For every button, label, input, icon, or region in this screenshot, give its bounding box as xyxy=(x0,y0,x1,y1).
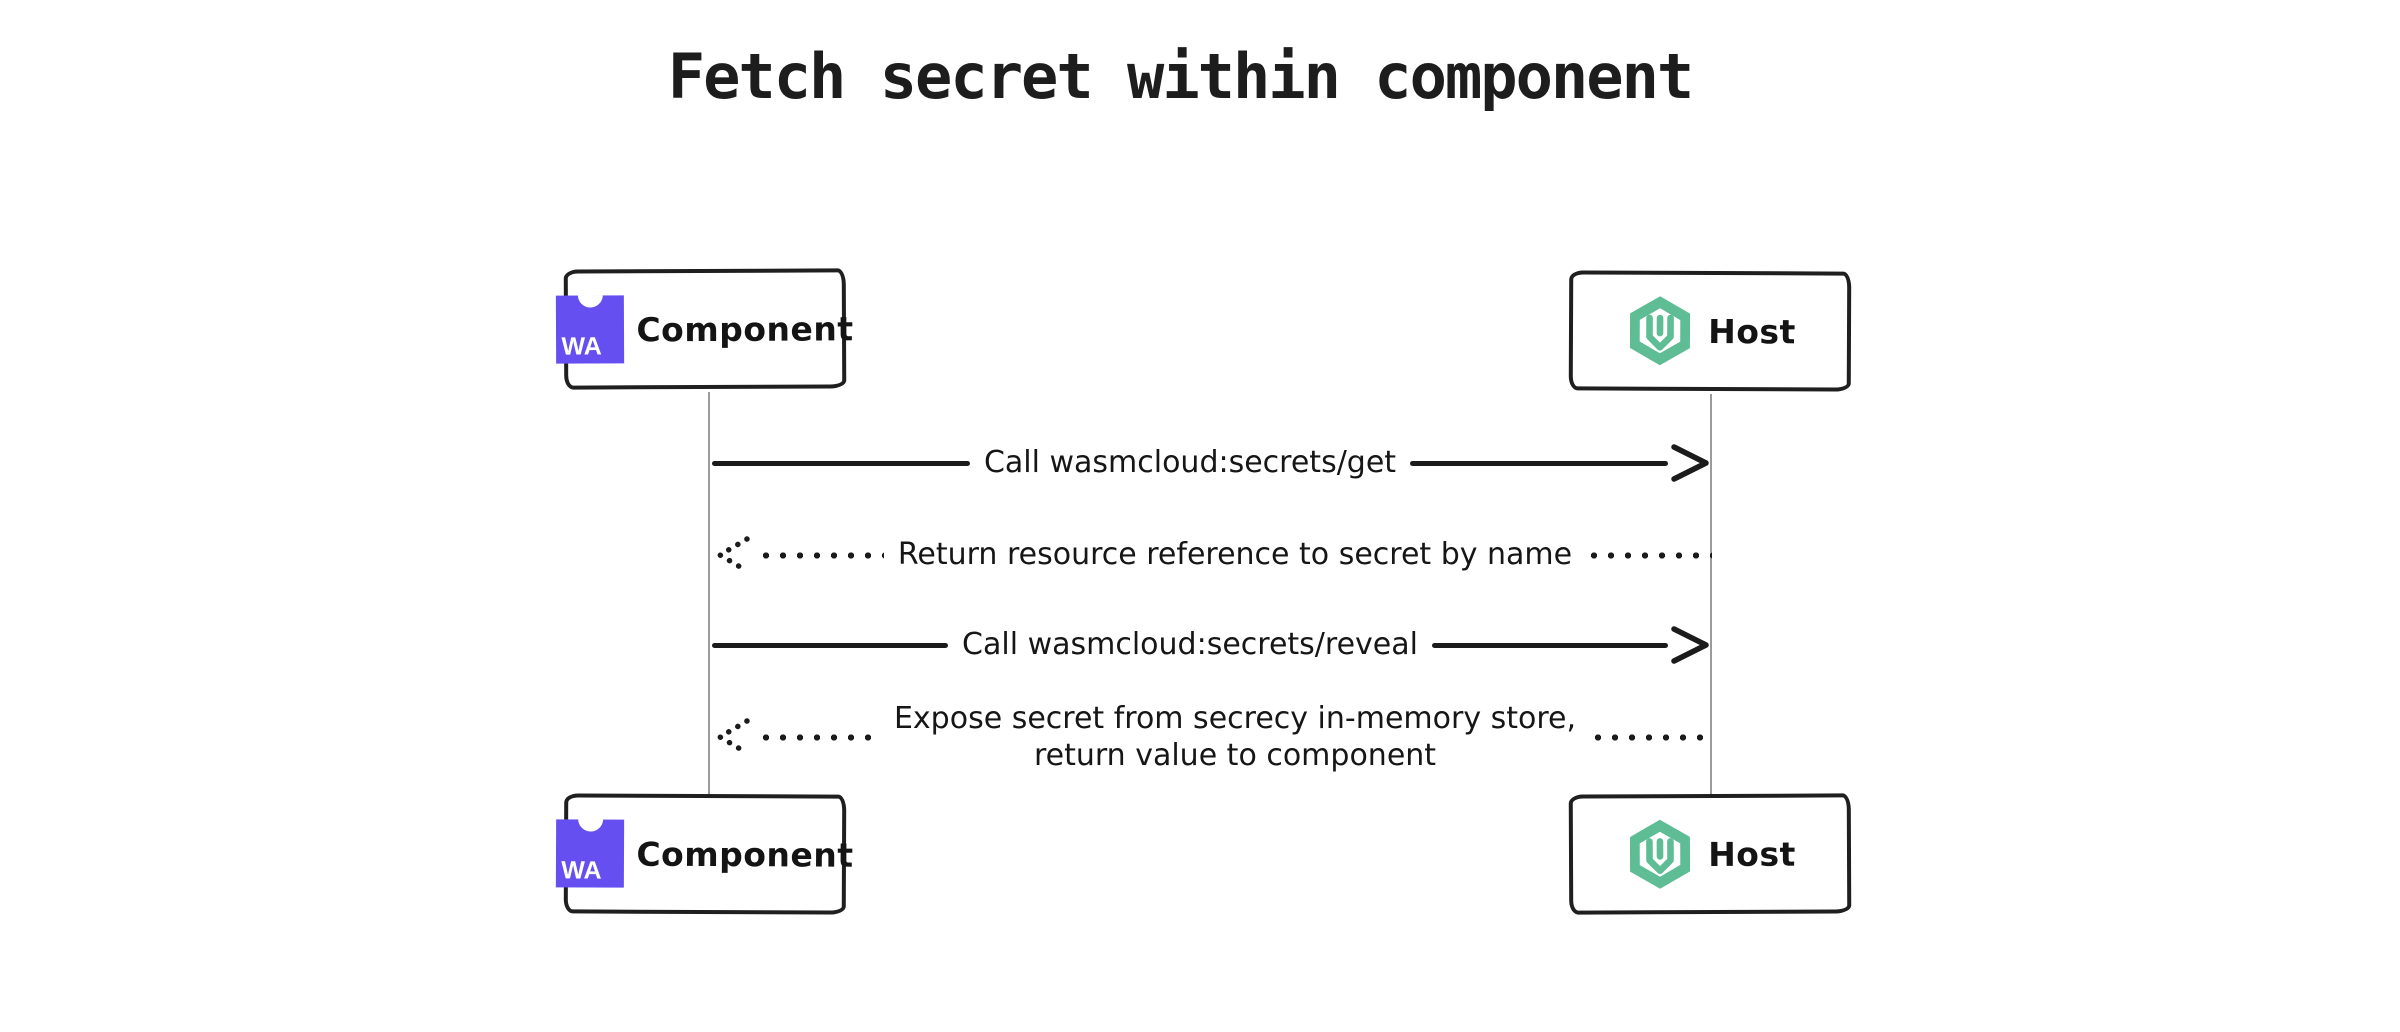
message-label: Call wasmcloud:secrets/get xyxy=(983,445,1397,481)
webassembly-icon-letters: WA xyxy=(561,856,602,885)
message-label: Call wasmcloud:secrets/reveal xyxy=(962,627,1418,663)
message-line xyxy=(712,642,949,648)
actor-component-bottom: WA Component xyxy=(556,793,854,915)
host-lifeline xyxy=(1710,394,1712,796)
component-lifeline xyxy=(708,392,710,796)
wasmcloud-icon xyxy=(1630,296,1691,366)
message-line xyxy=(1586,551,1712,559)
webassembly-icon-letters: WA xyxy=(561,332,602,361)
message-line xyxy=(712,460,970,466)
actor-label: Host xyxy=(1708,311,1796,351)
webassembly-icon-notch xyxy=(578,295,604,308)
actor-label: Component xyxy=(636,308,854,349)
webassembly-icon-notch xyxy=(578,819,604,832)
actor-component-top: WA Component xyxy=(556,268,854,390)
message-line xyxy=(1431,642,1668,648)
message-label-line2: return value to component xyxy=(1033,738,1437,773)
message-line xyxy=(758,733,880,741)
message-line xyxy=(1410,460,1669,466)
message-call-secrets-get: Call wasmcloud:secrets/get xyxy=(712,441,1712,485)
arrowhead-right-icon xyxy=(1671,626,1709,664)
message-line xyxy=(758,551,884,559)
wasmcloud-icon xyxy=(1630,819,1691,889)
diagram-title: Fetch secret within component xyxy=(667,40,1695,113)
message-label: Expose secret from secrecy in-memory sto… xyxy=(880,700,1590,775)
actor-host-top: Host xyxy=(1568,270,1852,392)
webassembly-component-icon: WA xyxy=(556,819,625,888)
actor-label: Host xyxy=(1708,834,1796,874)
arrowhead-left-dotted-icon xyxy=(717,536,750,574)
arrowhead-left-dotted-icon xyxy=(717,718,750,756)
arrowhead-right-icon xyxy=(1671,444,1709,482)
message-return-resource-reference: Return resource reference to secret by n… xyxy=(712,533,1712,577)
actor-label: Component xyxy=(636,834,854,875)
actor-host-bottom: Host xyxy=(1568,793,1852,915)
message-label-line1: Expose secret from secrecy in-memory sto… xyxy=(893,700,1577,736)
message-label: Return resource reference to secret by n… xyxy=(897,537,1573,573)
message-line xyxy=(1590,733,1712,741)
webassembly-component-icon: WA xyxy=(556,295,625,364)
message-call-secrets-reveal: Call wasmcloud:secrets/reveal xyxy=(712,623,1712,667)
message-expose-secret: Expose secret from secrecy in-memory sto… xyxy=(712,695,1712,779)
